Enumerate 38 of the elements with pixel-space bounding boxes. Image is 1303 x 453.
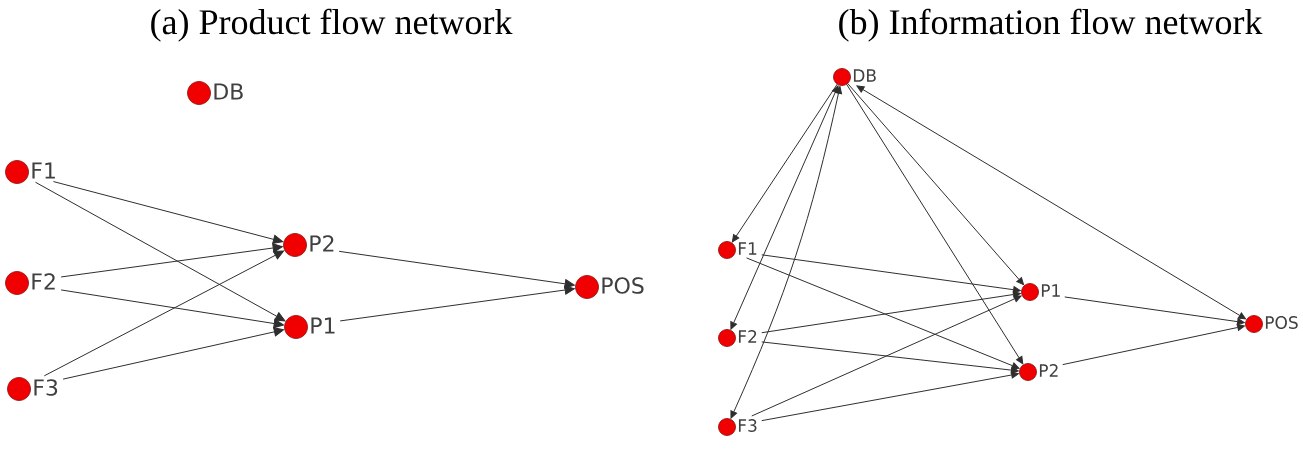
node-label: P1	[311, 317, 335, 334]
node-label: P1	[1041, 284, 1060, 297]
arrow	[35, 181, 286, 322]
node-label: DB	[853, 69, 876, 82]
arrow	[746, 257, 1020, 370]
node-label: POS	[602, 277, 644, 294]
arrow	[751, 295, 1022, 417]
arrow	[62, 327, 285, 380]
arrow	[52, 181, 284, 244]
node-label: F3	[738, 419, 757, 432]
panel-caption: (a) Product flow network	[151, 8, 513, 42]
node-label: DB	[214, 83, 243, 100]
arrow	[846, 83, 1024, 365]
node-label: F3	[34, 379, 58, 396]
arrow	[761, 290, 1021, 334]
arrow	[847, 82, 1025, 286]
double-arrow	[856, 85, 1247, 320]
node-label: P2	[310, 235, 334, 252]
double-arrow	[730, 85, 839, 330]
arrow	[731, 83, 838, 243]
panel-caption: (b) Information flow network	[839, 8, 1263, 42]
arrow	[338, 250, 575, 289]
arrow	[761, 341, 1019, 374]
node-label: F1	[738, 242, 757, 255]
node-label: F1	[32, 162, 55, 179]
arrow	[43, 250, 285, 377]
node-label: POS	[1265, 316, 1298, 329]
node-label: F2	[738, 330, 757, 343]
arrow	[1064, 296, 1245, 326]
arrow	[761, 254, 1021, 294]
arrow	[1062, 323, 1245, 366]
double-arrow	[730, 86, 843, 419]
arrow	[60, 289, 284, 329]
arrow	[339, 285, 575, 322]
arrow	[761, 371, 1019, 422]
arrow	[60, 243, 283, 278]
node-label: P2	[1039, 364, 1058, 377]
node-label: F2	[32, 273, 55, 290]
